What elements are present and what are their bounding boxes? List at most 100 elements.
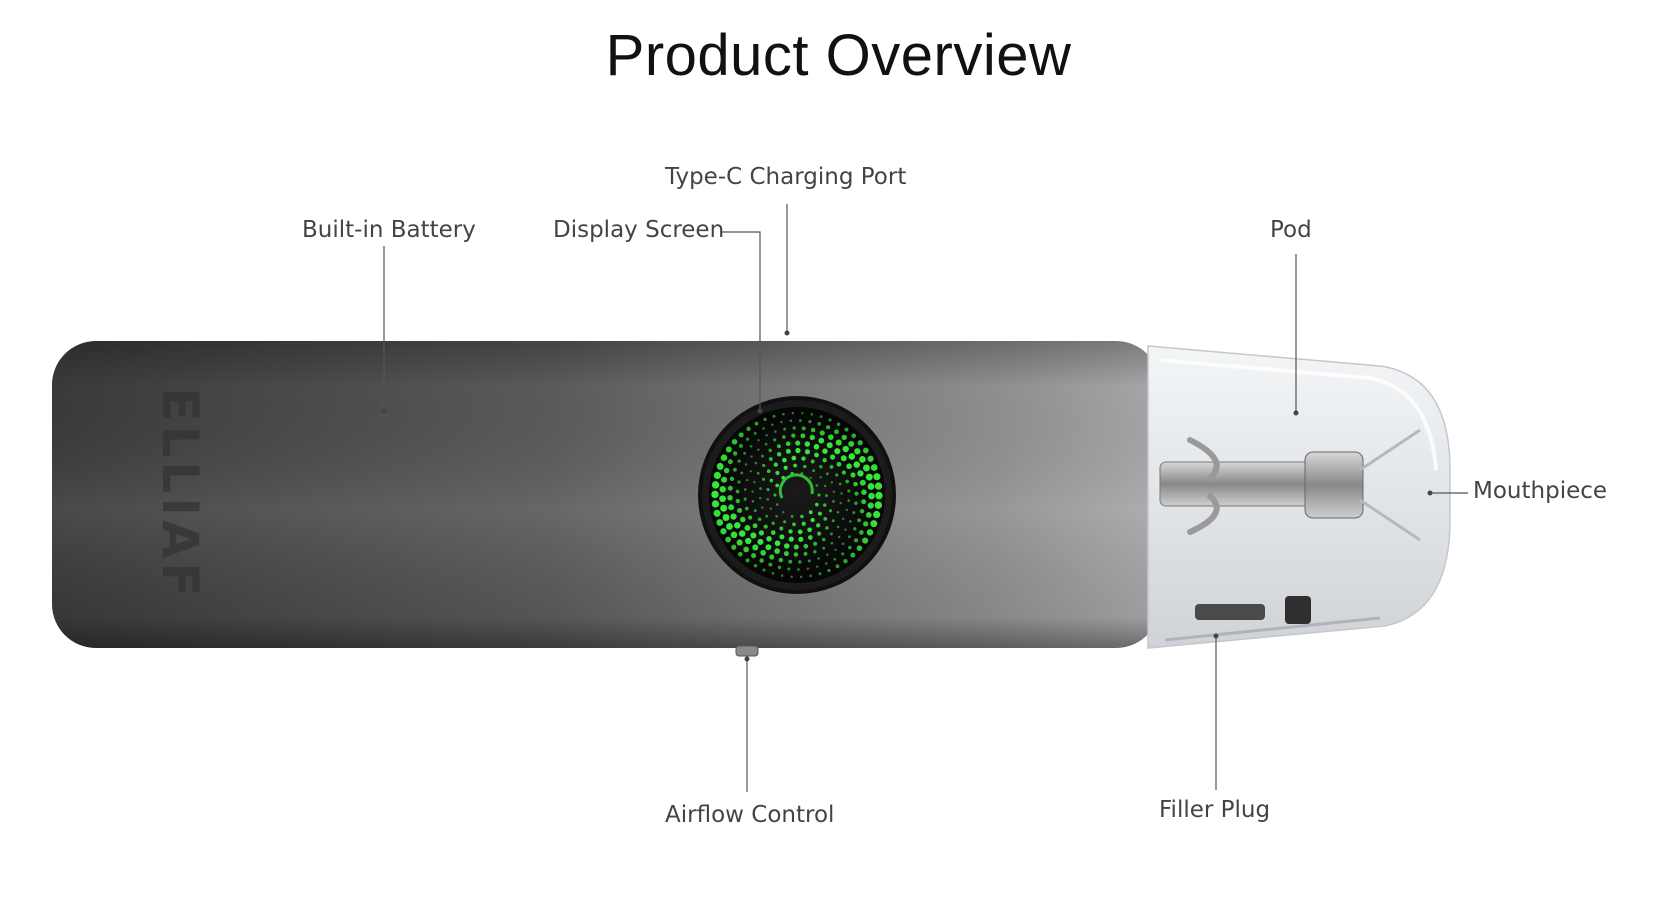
screen-spiral-dot: [859, 455, 866, 463]
screen-spiral-dot: [754, 461, 758, 465]
screen-spiral-dot: [782, 412, 785, 416]
screen-spiral-dot: [804, 441, 811, 447]
screen-spiral-dot: [801, 521, 806, 526]
screen-spiral-dot: [870, 520, 878, 528]
screen-spiral-dot: [835, 473, 839, 477]
screen-spiral-dot: [722, 514, 730, 521]
screen-spiral-dot: [844, 427, 849, 432]
screen-spiral-dot: [766, 497, 770, 501]
screen-spiral-dot: [750, 532, 757, 539]
screen-spiral-dot: [737, 480, 741, 484]
screen-spiral-dot: [848, 520, 852, 523]
screen-spiral-dot: [867, 455, 874, 462]
screen-spiral-dot: [850, 552, 856, 558]
screen-spiral-dot: [853, 527, 857, 531]
screen-spiral-dot: [836, 511, 840, 514]
screen-spiral-dot: [806, 567, 810, 570]
screen-spiral-dot: [753, 431, 757, 435]
screen-spiral-dot: [842, 517, 845, 521]
screen-spiral-dot: [725, 536, 732, 543]
screen-spiral-dot: [863, 521, 869, 527]
screen-spiral-dot: [743, 546, 749, 553]
screen-spiral-dot: [777, 565, 782, 570]
screen-spiral-dot: [719, 485, 726, 493]
svg-text:ELLIAF: ELLIAF: [151, 387, 209, 600]
screen-spiral-dot: [841, 434, 847, 441]
screen-spiral-dot: [807, 535, 813, 540]
screen-spiral-dot: [738, 432, 744, 438]
screen-spiral-dot: [853, 461, 860, 468]
screen-spiral-dot: [822, 457, 827, 463]
screen-spiral-dot: [839, 501, 842, 505]
leader-lines: [381, 204, 1468, 792]
screen-spiral-dot: [826, 442, 833, 449]
screen-spiral-dot: [857, 470, 864, 477]
screen-spiral-dot: [853, 481, 858, 487]
screen-spiral-dot: [865, 511, 872, 518]
screen-spiral-dot: [769, 554, 775, 560]
screen-spiral-dot: [725, 446, 732, 453]
screen-spiral-dot: [825, 472, 829, 476]
screen-spiral-dot: [856, 545, 863, 551]
screen-spiral-dot: [769, 478, 774, 483]
screen-spiral-dot: [765, 514, 769, 518]
screen-spiral-dot: [735, 489, 740, 494]
screen-spiral-dot: [857, 440, 863, 446]
screen-spiral-dot: [875, 491, 883, 500]
screen-spiral-dot: [782, 457, 787, 463]
screen-spiral-dot: [835, 439, 842, 446]
screen-spiral-dot: [829, 454, 836, 460]
screen-spiral-dot: [808, 510, 813, 515]
screen-spiral-dot: [751, 490, 754, 493]
screen-spiral-dot: [766, 536, 772, 542]
screen-spiral-dot: [803, 551, 808, 556]
screen-spiral-dot: [736, 539, 743, 546]
screen-spiral-dot: [757, 439, 760, 442]
screen-spiral-dot: [766, 488, 770, 492]
screen-spiral-dot: [769, 507, 772, 510]
display-screen: [698, 396, 896, 594]
screen-spiral-dot: [836, 422, 841, 427]
screen-spiral-dot: [861, 489, 867, 495]
label-type-c-charging-port: Type-C Charging Port: [665, 164, 907, 190]
screen-spiral-dot: [783, 520, 787, 524]
screen-spiral-dot: [774, 540, 781, 547]
screen-spiral-dot: [854, 538, 859, 543]
screen-spiral-dot: [773, 462, 779, 467]
screen-spiral-dot: [783, 465, 788, 470]
screen-spiral-dot: [812, 469, 816, 473]
screen-spiral-dot: [795, 440, 801, 446]
screen-spiral-dot: [744, 463, 748, 466]
screen-spiral-dot: [828, 418, 832, 422]
screen-spiral-dot: [713, 509, 721, 517]
screen-spiral-dot: [735, 498, 740, 504]
screen-spiral-dot: [823, 484, 827, 488]
screen-spiral-dot: [720, 504, 728, 512]
screen-spiral-dot: [775, 470, 780, 475]
screen-spiral-dot: [825, 425, 831, 430]
screen-spiral-dot: [874, 501, 883, 509]
airflow-slider: [735, 645, 759, 657]
screen-spiral-dot: [792, 426, 796, 430]
screen-spiral-dot: [754, 421, 759, 426]
screen-spiral-dot: [823, 516, 828, 521]
screen-spiral-dot: [854, 448, 861, 455]
screen-spiral-dot: [768, 457, 773, 461]
screen-spiral-dot: [774, 430, 777, 433]
screen-spiral-dot: [768, 448, 772, 453]
screen-spiral-dot: [763, 417, 767, 422]
screen-spiral-dot: [751, 499, 755, 503]
screen-spiral-dot: [807, 527, 812, 533]
screen-spiral-dot: [783, 543, 790, 549]
screen-spiral-dot: [829, 464, 834, 469]
screen-spiral-dot: [733, 467, 737, 472]
screen-spiral-dot: [775, 515, 778, 518]
screen-spiral-dot: [778, 557, 784, 563]
screen-spiral-dot: [783, 550, 789, 557]
screen-spiral-dot: [862, 447, 869, 454]
device-body: [52, 341, 1160, 648]
screen-spiral-dot: [762, 427, 765, 430]
screen-spiral-dot: [822, 546, 826, 550]
screen-spiral-dot: [819, 415, 823, 418]
label-mouthpiece: Mouthpiece: [1473, 478, 1608, 504]
